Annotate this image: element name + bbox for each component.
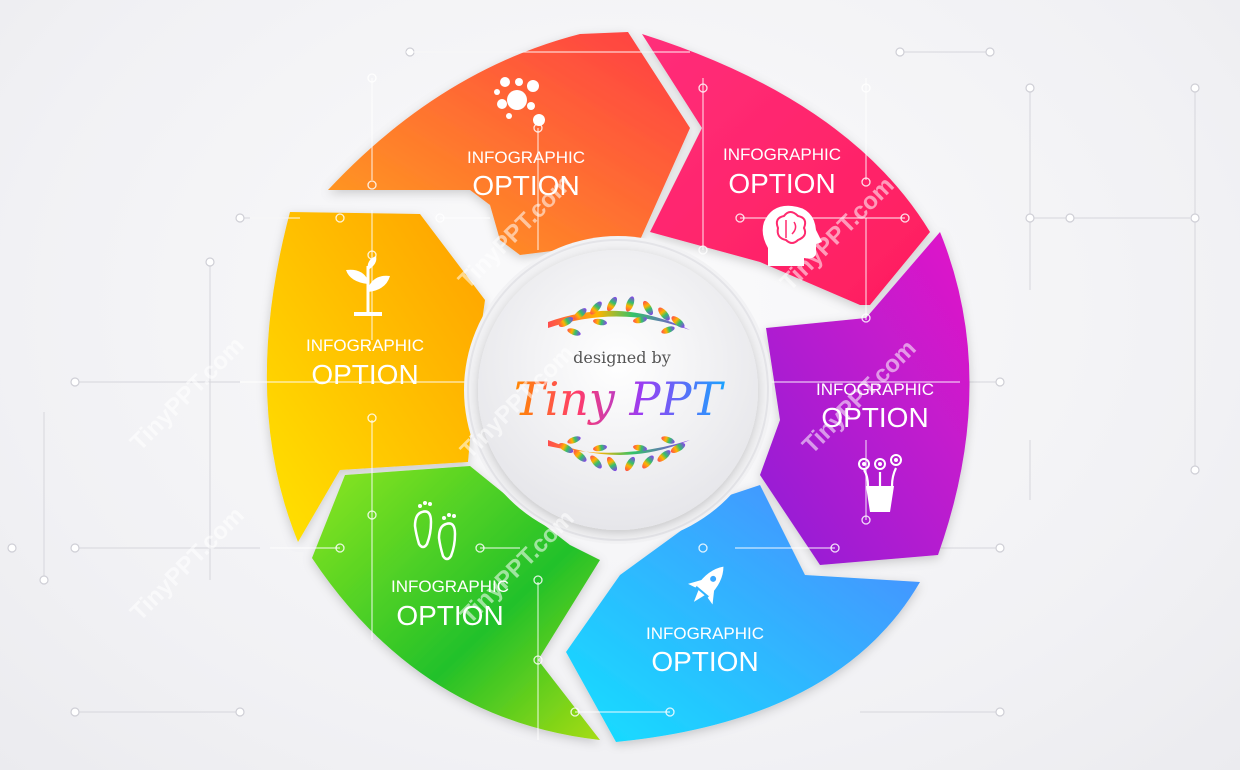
svg-text:OPTION: OPTION [651, 646, 758, 677]
center-badge [464, 236, 772, 544]
svg-text:OPTION: OPTION [396, 600, 503, 631]
svg-text:OPTION: OPTION [821, 402, 928, 433]
segment-purple[interactable] [760, 232, 970, 565]
flower-pot-icon [858, 454, 902, 512]
label-blue: INFOGRAPHIC OPTION [646, 624, 764, 677]
segment-yellow[interactable] [266, 212, 485, 542]
label-green: INFOGRAPHIC OPTION [391, 577, 509, 631]
svg-text:INFOGRAPHIC: INFOGRAPHIC [646, 624, 764, 643]
segment-blue[interactable] [566, 485, 920, 742]
svg-text:INFOGRAPHIC: INFOGRAPHIC [816, 380, 934, 399]
segment-green[interactable] [312, 466, 600, 740]
laurel-top-icon [548, 296, 690, 336]
sprout-icon [346, 256, 390, 316]
svg-text:OPTION: OPTION [311, 359, 418, 390]
svg-text:OPTION: OPTION [472, 170, 579, 201]
svg-text:OPTION: OPTION [728, 168, 835, 199]
segment-orange[interactable] [328, 32, 690, 255]
label-orange: INFOGRAPHIC OPTION [467, 148, 585, 201]
svg-text:INFOGRAPHIC: INFOGRAPHIC [391, 577, 509, 596]
rocket-icon [688, 566, 724, 605]
label-yellow: INFOGRAPHIC OPTION [306, 336, 424, 390]
svg-text:TinyPPT.com: TinyPPT.com [125, 502, 249, 626]
svg-text:Tiny PPT: Tiny PPT [514, 372, 726, 426]
tinyppt-logo: designed by Tiny PPT [514, 296, 726, 472]
segments [266, 32, 970, 742]
label-purple: INFOGRAPHIC OPTION [816, 380, 934, 433]
svg-text:designed by: designed by [573, 348, 671, 367]
head-brain-icon [762, 205, 822, 266]
segment-pink[interactable] [642, 34, 930, 305]
svg-text:INFOGRAPHIC: INFOGRAPHIC [723, 145, 841, 164]
label-pink: INFOGRAPHIC OPTION [723, 145, 841, 199]
laurel-bottom-icon [548, 436, 690, 472]
bubbles-icon [494, 77, 545, 126]
svg-text:TinyPPT.com: TinyPPT.com [125, 332, 249, 456]
svg-text:INFOGRAPHIC: INFOGRAPHIC [306, 336, 424, 355]
footprints-icon [413, 501, 457, 561]
svg-text:INFOGRAPHIC: INFOGRAPHIC [467, 148, 585, 167]
